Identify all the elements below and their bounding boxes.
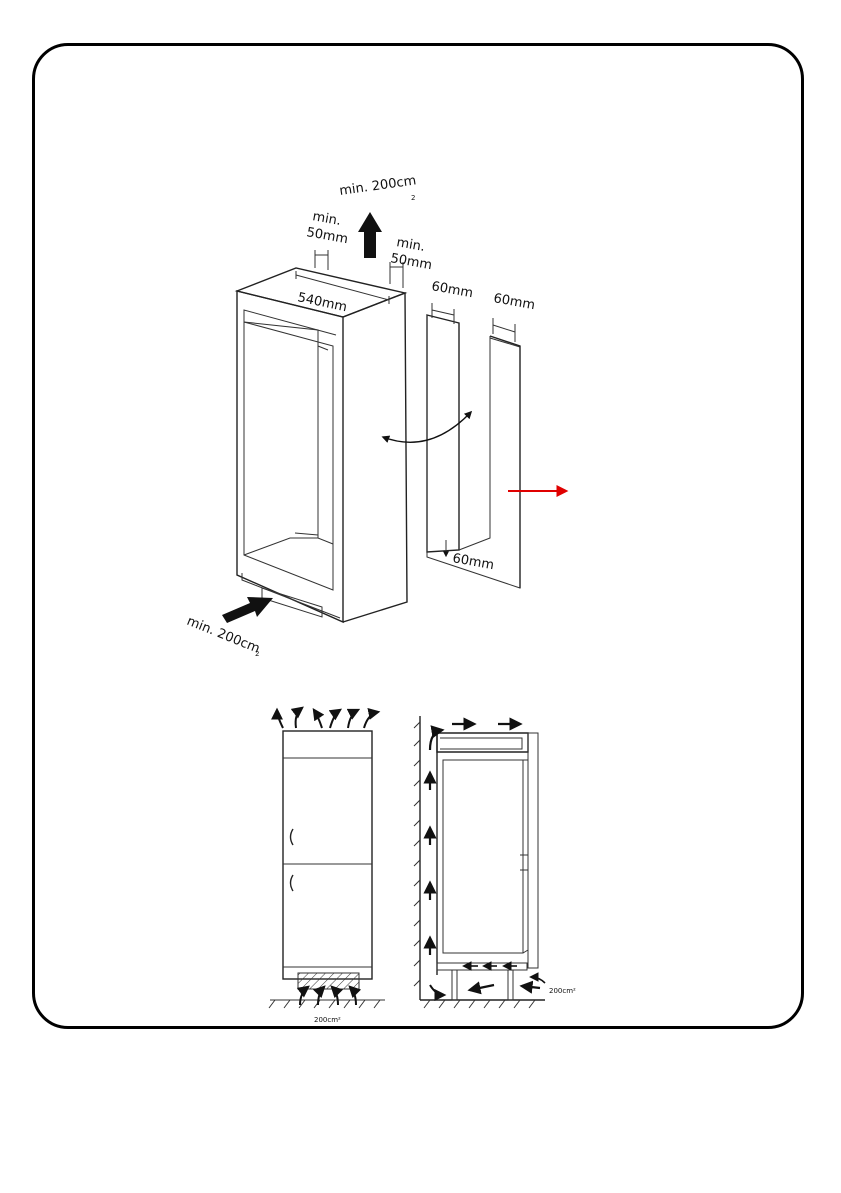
front-airflow-drawing (269, 708, 385, 1008)
airflow-front-label: 200cm² (314, 1016, 341, 1024)
side-airflow-drawing (414, 716, 545, 1008)
vent-top-superscript: 2 (411, 194, 415, 202)
door-right-top-label: 60mm (492, 291, 536, 313)
airflow-side-label: 200cm² (549, 987, 576, 995)
door-panels (427, 303, 520, 588)
door-left-top-label: 60mm (430, 279, 474, 301)
gap-left-label-2: 50mm (305, 225, 349, 247)
vent-top-arrow-icon (358, 212, 382, 258)
vent-top-label: min. 200cm (338, 173, 417, 199)
gap-right-label-2: 50mm (389, 251, 433, 273)
vent-bottom-label: min. 200cm (185, 614, 262, 657)
vent-bottom-superscript: 2 (255, 650, 259, 658)
door-bottom-label: 60mm (451, 551, 495, 573)
vent-bottom-arrow-icon (222, 597, 273, 623)
